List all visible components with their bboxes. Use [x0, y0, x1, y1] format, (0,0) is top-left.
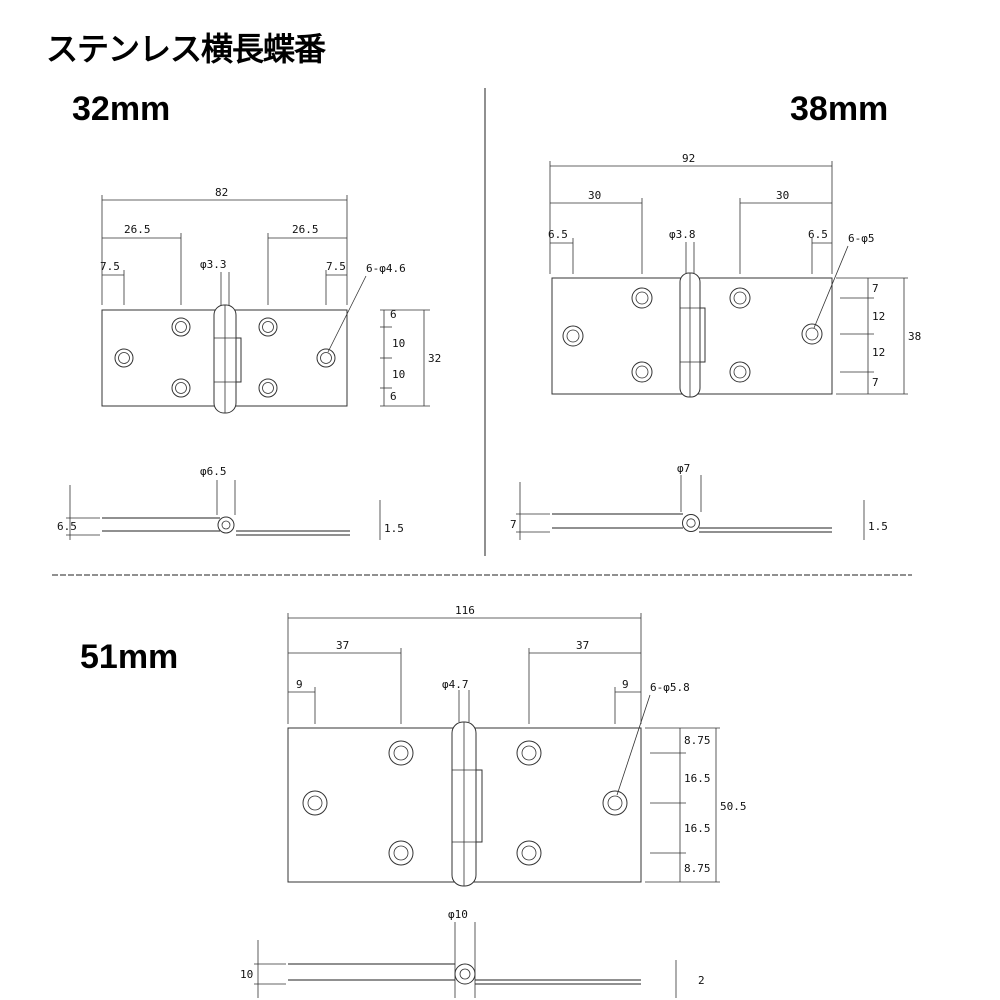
- dim-38-edge-left: 6.5: [548, 228, 568, 241]
- dim-38-edge-right: 6.5: [808, 228, 828, 241]
- dim-32-height: 32: [428, 352, 441, 365]
- dim-32-v4: 6: [390, 390, 397, 403]
- dim-51-side-height: 10: [240, 968, 253, 981]
- dim-38-v4: 7: [872, 376, 879, 389]
- dim-51-offset-right: 37: [576, 639, 589, 652]
- dim-51-v2: 16.5: [684, 772, 711, 785]
- dim-38-pin: φ3.8: [669, 228, 696, 241]
- dim-32-thickness: 1.5: [384, 522, 404, 535]
- dim-32-v3: 10: [392, 368, 405, 381]
- dim-51-holes: 6-φ5.8: [650, 681, 690, 694]
- size-label-38mm: 38mm: [790, 90, 889, 128]
- size-label-32mm: 32mm: [72, 90, 171, 128]
- dim-51-v4: 8.75: [684, 862, 711, 875]
- dim-32-side-height: 6.5: [57, 520, 77, 533]
- hinge-32-front-view: [101, 304, 348, 414]
- dim-51-v3: 16.5: [684, 822, 711, 835]
- dim-38-height: 38: [908, 330, 921, 343]
- hinge-38-side-view: φ7 7 1.5: [510, 462, 888, 540]
- dim-32-edge-left: 7.5: [100, 260, 120, 273]
- dim-51-width: 116: [455, 604, 475, 617]
- dim-38-offset-left: 30: [588, 189, 601, 202]
- hinge-51-dimensions: 116 37 37 9 9 φ4.7 6-φ5.8 8.75 16.5 16.5…: [287, 604, 747, 883]
- dim-51-edge-left: 9: [296, 678, 303, 691]
- dim-51-v1: 8.75: [684, 734, 711, 747]
- hinge-51-front-view: [287, 721, 642, 887]
- dim-51-knuckle: φ10: [448, 908, 468, 921]
- hinge-38-dimensions: 92 30 30 6.5 6.5 φ3.8 6-φ5 7 12 12 7 38: [548, 152, 921, 395]
- dim-32-pin: φ3.3: [200, 258, 227, 271]
- dim-38-v3: 12: [872, 346, 885, 359]
- dim-51-pin: φ4.7: [442, 678, 469, 691]
- dim-38-holes: 6-φ5: [848, 232, 875, 245]
- hinge-38-front-view: [551, 272, 833, 398]
- dim-38-offset-right: 30: [776, 189, 789, 202]
- dim-51-height: 50.5: [720, 800, 747, 813]
- dim-38-side-height: 7: [510, 518, 517, 531]
- dim-32-v2: 10: [392, 337, 405, 350]
- dim-38-knuckle: φ7: [677, 462, 690, 475]
- dim-51-thickness: 2: [698, 974, 705, 987]
- hinge-51-side-view: φ10 10 2: [240, 908, 705, 998]
- hinge-32-dimensions: 82 26.5 26.5 7.5 7.5 φ3.3 6-φ4.6 6 10 10…: [100, 186, 441, 407]
- hinge-32-side-view: φ6.5 6.5 1.5: [57, 465, 404, 540]
- dim-32-holes: 6-φ4.6: [366, 262, 406, 275]
- dim-51-edge-right: 9: [622, 678, 629, 691]
- page-title: ステンレス横長蝶番: [46, 30, 326, 68]
- size-label-51mm: 51mm: [80, 638, 179, 676]
- hinge-51-holes: [302, 740, 628, 866]
- dim-32-width: 82: [215, 186, 228, 199]
- dim-32-edge-right: 7.5: [326, 260, 346, 273]
- dim-51-offset-left: 37: [336, 639, 349, 652]
- dim-32-offset-left: 26.5: [124, 223, 151, 236]
- dim-32-offset-right: 26.5: [292, 223, 319, 236]
- dim-32-v1: 6: [390, 308, 397, 321]
- dim-32-knuckle: φ6.5: [200, 465, 227, 478]
- dim-38-v1: 7: [872, 282, 879, 295]
- hinge-32-holes: [114, 317, 336, 398]
- hinge-38-holes: [562, 287, 823, 383]
- dim-38-width: 92: [682, 152, 695, 165]
- dim-38-thickness: 1.5: [868, 520, 888, 533]
- dim-38-v2: 12: [872, 310, 885, 323]
